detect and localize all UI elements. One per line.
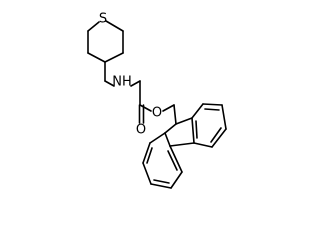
bond-r1 — [191, 103, 204, 119]
ester-oxygen-label: O — [152, 106, 162, 121]
bond-c9-c9a — [175, 117, 193, 125]
bond-r5 — [193, 142, 213, 148]
amine-nitrogen-label: NH — [112, 75, 132, 90]
atom-labels: S NH O O — [99, 12, 162, 138]
bond-r-inner1 — [204, 108, 220, 111]
bond-l-inner1 — [146, 147, 153, 164]
bond-l4 — [150, 183, 172, 189]
thiane-ring — [87, 20, 124, 63]
bond-ch2-n — [104, 80, 115, 87]
bond-s-c2 — [105, 20, 124, 32]
bond-c8a-c9 — [164, 123, 177, 134]
carbamate-linker — [104, 61, 177, 125]
bond-r-inner3 — [195, 120, 198, 139]
bond-l6 — [169, 145, 183, 173]
bond-c3-c4 — [104, 52, 124, 63]
bond-c4b-c8a — [164, 132, 171, 147]
bond-c6-s — [87, 21, 100, 32]
bond-l-inner2 — [153, 179, 170, 184]
bond-c4-c5 — [87, 52, 106, 63]
bond-r-inner2 — [210, 127, 222, 143]
bond-r2 — [202, 103, 223, 106]
structure-diagram: S NH O O — [87, 12, 227, 189]
bond-ch2-c9 — [173, 104, 177, 125]
bond-c9a-c4a — [191, 117, 195, 144]
bond-r3 — [221, 104, 227, 130]
bond-carbonyl-oester — [139, 104, 152, 112]
bond-l2 — [142, 142, 151, 164]
bond-l5 — [170, 171, 183, 189]
bond-l-inner3 — [167, 150, 178, 171]
bond-r4 — [211, 128, 227, 148]
carbonyl-oxygen-label: O — [136, 123, 146, 138]
bond-oester-ch2 — [162, 104, 175, 112]
fluorene — [142, 103, 227, 189]
bond-c4a-c4b — [169, 142, 195, 147]
bond-l3 — [142, 162, 152, 185]
bond-l1 — [149, 132, 166, 144]
sulfur-label: S — [99, 12, 107, 27]
bond-n-carbonyl — [130, 80, 141, 87]
